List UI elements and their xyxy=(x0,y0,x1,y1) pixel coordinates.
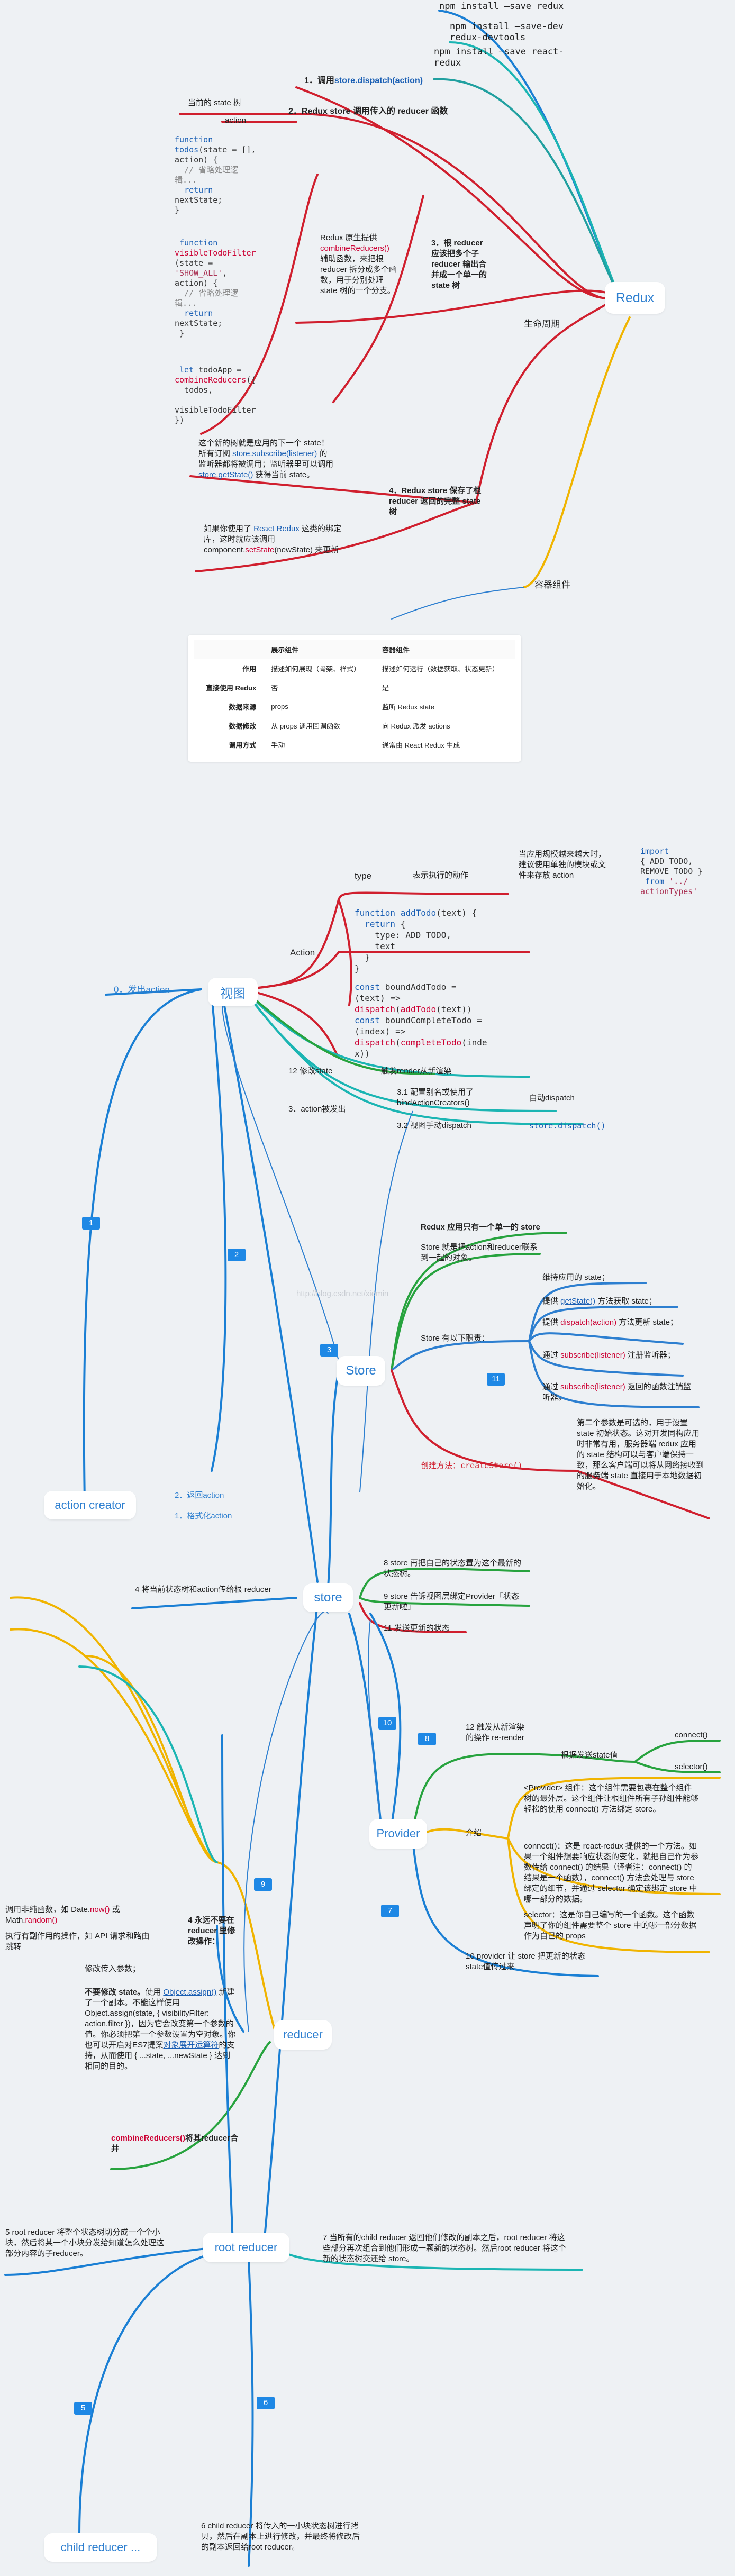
component-compare-table: 展示组件 容器组件 作用描述如何展现（骨架、样式）描述如何运行（数据获取、状态更… xyxy=(188,635,521,762)
notify-view-layer: 9 store 告诉视图层绑定Provider「状态更新啦」 xyxy=(384,1592,519,1612)
single-store-label: Redux 应用只有一个单一的 store xyxy=(421,1223,540,1232)
create-store-desc: 第二个参数是可选的，用于设置 state 初始状态。这对开发同构应用时非常有用，… xyxy=(577,1418,704,1491)
table-row: 作用描述如何展现（骨架、样式）描述如何运行（数据获取、状态更新） xyxy=(194,659,515,678)
view-node[interactable]: 视图 xyxy=(209,979,257,1005)
react-redux-desc: 如果你使用了 React Redux 这类的绑定库，这时就应该调用 compon… xyxy=(204,524,342,554)
step-badge: 3 xyxy=(320,1344,338,1357)
store-node[interactable]: Store xyxy=(338,1357,384,1385)
provider-pass-state: 10 provider 让 store 把更新的状态 state值传过来 xyxy=(466,1952,585,1971)
intro-label: 介绍 xyxy=(466,1828,482,1837)
store-desc: Store 就是把action和reducer联系到一起的对象。 xyxy=(421,1243,538,1262)
import-code: import { ADD_TODO, REMOVE_TODO } from '.… xyxy=(640,846,703,896)
provider-node[interactable]: Provider xyxy=(370,1820,426,1847)
split-state-desc: 5 root reducer 将整个状态树切分成一个个小块，然后将某一个小块分发… xyxy=(5,2228,165,2258)
step-badge: 2 xyxy=(228,1249,246,1261)
selector-desc: selector：这是你自己编写的一个函数。这个函数声明了你的组件需要整个 st… xyxy=(524,1910,697,1941)
combine-reducers-code: let todoApp = combineReducers({ todos, v… xyxy=(175,365,256,425)
side-effects: 执行有副作用的操作，如 API 请求和路由跳转 xyxy=(5,1932,150,1951)
never-modify-label: 4 永远不要在reducer 里修改操作： xyxy=(188,1916,235,1946)
add-todo-code: function addTodo(text) { return { type: … xyxy=(355,908,477,973)
step-badge: 1 xyxy=(82,1217,100,1230)
duty-subscribe: 通过 subscribe(listener) 注册监听器； xyxy=(542,1351,675,1360)
step-badge: 10 xyxy=(378,1717,396,1730)
step-badge: 11 xyxy=(487,1373,505,1386)
container-component-label: 容器组件 xyxy=(534,580,570,590)
root-reducer-node[interactable]: root reducer xyxy=(204,2234,288,2261)
impure-functions: 调用非纯函数，如 Date.now() 或 Math.random() xyxy=(5,1905,120,1925)
table-row: 调用方式手动通常由 React Redux 生成 xyxy=(194,735,515,754)
table-header: 容器组件 xyxy=(374,640,515,659)
connect-label: connect() xyxy=(675,1731,708,1740)
dispatch-action-label: 0．发出action xyxy=(114,985,170,995)
visibility-reducer-code: function visibleTodoFilter (state = 'SHO… xyxy=(175,238,256,338)
child-reducer-node[interactable]: child reducer ... xyxy=(45,2534,156,2561)
table-header xyxy=(194,640,264,659)
provider-desc: <Provider> 组件：这个组件需要包裹在整个组件树的最外层。这个组件让根组… xyxy=(524,1783,699,1814)
step-badge: 5 xyxy=(74,2402,92,2415)
table-header: 展示组件 xyxy=(264,640,375,659)
modify-state-label: 12 修改state xyxy=(288,1067,333,1076)
rerender-label: 12 触发从新渲染的操作 re-render xyxy=(466,1723,524,1742)
npm-save-dev-devtools: npm install –save-dev redux-devtools xyxy=(450,21,564,43)
format-action-label: 1．格式化action xyxy=(175,1512,232,1521)
step2-reducer: 2．Redux store 调用传入的 reducer 函数 xyxy=(288,107,448,116)
duty-maintain-state: 维持应用的 state； xyxy=(542,1273,610,1282)
store-save-state: 8 store 再把自己的状态置为这个最新的状态树。 xyxy=(384,1559,522,1578)
action-creator-node[interactable]: action creator xyxy=(45,1492,135,1518)
duty-get-state: 提供 getState() 方法获取 state； xyxy=(542,1297,657,1306)
todos-reducer-code: function todos(state = [], action) { // … xyxy=(175,135,256,215)
selector-label: selector() xyxy=(675,1762,708,1771)
lifecycle-label: 生命周期 xyxy=(524,319,560,329)
return-action-label: 2．返回action xyxy=(175,1491,224,1500)
trigger-render-label: 触发render从新渲染 xyxy=(381,1067,452,1076)
step1-dispatch: 1．调用store.dispatch(action) xyxy=(304,76,423,85)
merge-state-desc: 7 当所有的child reducer 返回他们修改的副本之后，root red… xyxy=(323,2233,567,2263)
step3-merge: 3．根 reducer 应该把多个子 reducer 输出合并成一个单一的 st… xyxy=(431,239,487,290)
create-store-label: 创建方法：createStore() xyxy=(421,1461,523,1470)
step-badge: 9 xyxy=(254,1878,272,1891)
type-desc: 表示执行的动作 xyxy=(413,871,469,880)
pass-state-to-reducer: 4 将当前状态树和action传给根 reducer xyxy=(135,1585,271,1594)
update-by-state-label: 根据发送state值 xyxy=(561,1751,618,1760)
send-updated-state: 11 发送更新的状态 xyxy=(384,1624,450,1633)
store-dispatch-code: store.dispatch() xyxy=(529,1121,606,1131)
combine-reducers-label: combineReducers()将其reducer合并 xyxy=(111,2134,239,2153)
action-dispatched-label: 3．action被发出 xyxy=(288,1105,346,1114)
store-duties-label: Store 有以下职责： xyxy=(421,1334,490,1343)
connect-desc: connect()：这是 react-redux 提供的一个方法。如果一个组件想… xyxy=(524,1842,699,1904)
step-badge: 8 xyxy=(418,1733,436,1745)
redux-node[interactable]: Redux xyxy=(606,283,664,313)
action-node-label: Action xyxy=(290,948,315,958)
action-label: action xyxy=(225,116,247,125)
no-mutate-state: 不要修改 state。使用 Object.assign() 新建了一个副本。不能… xyxy=(85,1988,236,2071)
reducer-node[interactable]: reducer xyxy=(275,2021,331,2049)
type-label: type xyxy=(355,871,372,881)
table-row: 数据修改从 props 调用回调函数向 Redux 派发 actions xyxy=(194,716,515,735)
combine-reducers-desc: Redux 原生提供 combineReducers() 辅助函数，来把根 re… xyxy=(320,233,397,295)
current-state-label: 当前的 state 树 xyxy=(188,98,241,107)
bind-action-creators-label: 3.1 配置别名或使用了 bindActionCreators() xyxy=(397,1088,474,1107)
step-badge: 6 xyxy=(257,2397,275,2409)
step-badge: 7 xyxy=(381,1905,399,1917)
auto-dispatch-label: 自动dispatch xyxy=(529,1094,575,1103)
child-reducer-copy-desc: 6 child reducer 将传入的一小块状态树进行拷贝，然后在副本上进行修… xyxy=(201,2522,360,2552)
npm-save-redux: npm install –save redux xyxy=(439,1,564,12)
store-lower-node[interactable]: store xyxy=(304,1585,352,1611)
duty-unsubscribe: 通过 subscribe(listener) 返回的函数注销监听器。 xyxy=(542,1382,691,1402)
view-manual-dispatch-label: 3.2 视图手动dispatch xyxy=(397,1121,471,1130)
big-app-note: 当应用规模越来越大时，建议使用单独的模块或文件来存放 action xyxy=(519,850,606,880)
subscribe-desc: 这个新的树就是应用的下一个 state！所有订阅 store.subscribe… xyxy=(198,439,334,479)
watermark: http://blog.csdn.net/xiemin xyxy=(296,1289,389,1298)
bound-action-code: const boundAddTodo = (text) => dispatch(… xyxy=(355,982,487,1059)
step4-store-saves: 4．Redux store 保存了根 reducer 返回的完整 state 树 xyxy=(389,486,482,516)
npm-save-react-redux: npm install –save react- redux xyxy=(434,47,564,68)
duty-dispatch: 提供 dispatch(action) 方法更新 state； xyxy=(542,1318,678,1327)
modify-params: 修改传入参数； xyxy=(85,1964,141,1973)
